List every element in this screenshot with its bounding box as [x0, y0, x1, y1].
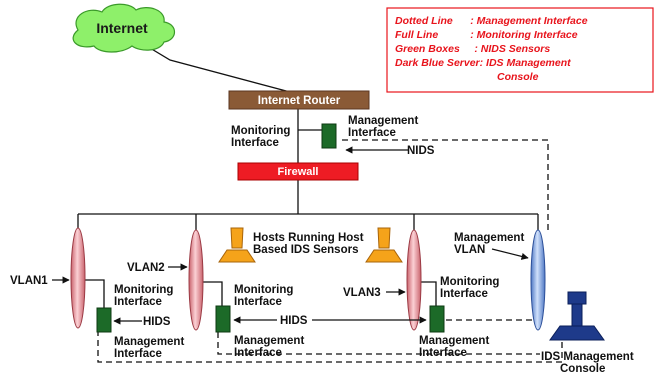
s2-monitoring-1: Monitoring [234, 284, 293, 296]
s3-management-1: Management [419, 335, 489, 347]
s2-monitoring-2: Interface [234, 296, 282, 308]
top-monitoring-label-2: Interface [231, 137, 279, 149]
s3-monitoring-2: Interface [440, 288, 488, 300]
internet-cloud: Internet [72, 3, 176, 53]
vlan1-hub [70, 227, 86, 329]
sensor1-monitor-link [84, 279, 105, 308]
hids-label-1: HIDS [143, 316, 171, 328]
legend-line-1: Dotted Line : Management Interface [395, 15, 588, 27]
vlan2-hub [188, 229, 204, 331]
nids-sensor-vlan3 [429, 305, 445, 333]
hosts-label-2: Based IDS Sensors [253, 244, 358, 256]
s3-monitoring-1: Monitoring [440, 276, 499, 288]
s1-monitoring-2: Interface [114, 296, 162, 308]
nids-label: NIDS [407, 145, 435, 157]
mgmt-vlan-label-2: VLAN [454, 244, 485, 256]
internet-router: Internet Router [228, 90, 370, 110]
s1-monitoring-1: Monitoring [114, 284, 173, 296]
legend-line-5: Console [497, 71, 539, 83]
console-label-1: IDS Management [541, 351, 634, 363]
hosts-label-1: Hosts Running Host [253, 232, 364, 244]
s1-management-2: Interface [114, 348, 162, 360]
router-label: Internet Router [258, 95, 341, 107]
hids-pointers: HIDS HIDS [113, 315, 427, 328]
sensor3-monitor-link [420, 281, 437, 306]
sensor2-monitor-link [202, 281, 223, 306]
host-computer-1 [218, 227, 256, 263]
mgmt-vlan-label-1: Management [454, 232, 524, 244]
firewall-label: Firewall [278, 166, 319, 178]
lower-mgmt-loop-2 [217, 332, 540, 355]
vlan2-label: VLAN2 [127, 262, 165, 274]
s2-management-1: Management [234, 335, 304, 347]
s1-management-1: Management [114, 336, 184, 348]
legend-line-4: Dark Blue Server: IDS Management [395, 57, 571, 69]
lower-mgmt-loop-1 [97, 328, 563, 363]
internet-router-link [139, 41, 291, 93]
top-management-label-1: Management [348, 115, 418, 127]
firewall: Firewall [237, 162, 359, 181]
internet-label: Internet [96, 20, 148, 36]
legend: Dotted Line : Management Interface Full … [386, 7, 654, 93]
vlan3-label: VLAN3 [343, 287, 381, 299]
s2-management-2: Interface [234, 347, 282, 359]
vlan3-hub [406, 229, 422, 331]
hids-label-2: HIDS [280, 315, 308, 327]
legend-line-2: Full Line : Monitoring Interface [395, 29, 578, 41]
ids-management-console: IDS Management Console [541, 291, 634, 375]
management-lines [97, 139, 563, 363]
top-monitoring-label-1: Monitoring [231, 125, 290, 137]
management-vlan-hub [530, 229, 546, 331]
vlan-labels: VLAN1 VLAN2 VLAN3 Management VLAN [10, 232, 529, 299]
nids-sensor-vlan2 [215, 305, 231, 333]
legend-line-3: Green Boxes : NIDS Sensors [395, 43, 550, 55]
vlan1-label: VLAN1 [10, 275, 48, 287]
console-label-2: Console [560, 363, 605, 375]
s3-management-2: Interface [419, 347, 467, 359]
top-nids-sensor: Monitoring Interface Management Interfac… [231, 115, 435, 157]
nids-sensor-vlan1 [96, 307, 112, 333]
top-sensor-mgmt-link [342, 139, 549, 230]
top-management-label-2: Interface [348, 127, 396, 139]
host-computer-2 [365, 227, 403, 263]
